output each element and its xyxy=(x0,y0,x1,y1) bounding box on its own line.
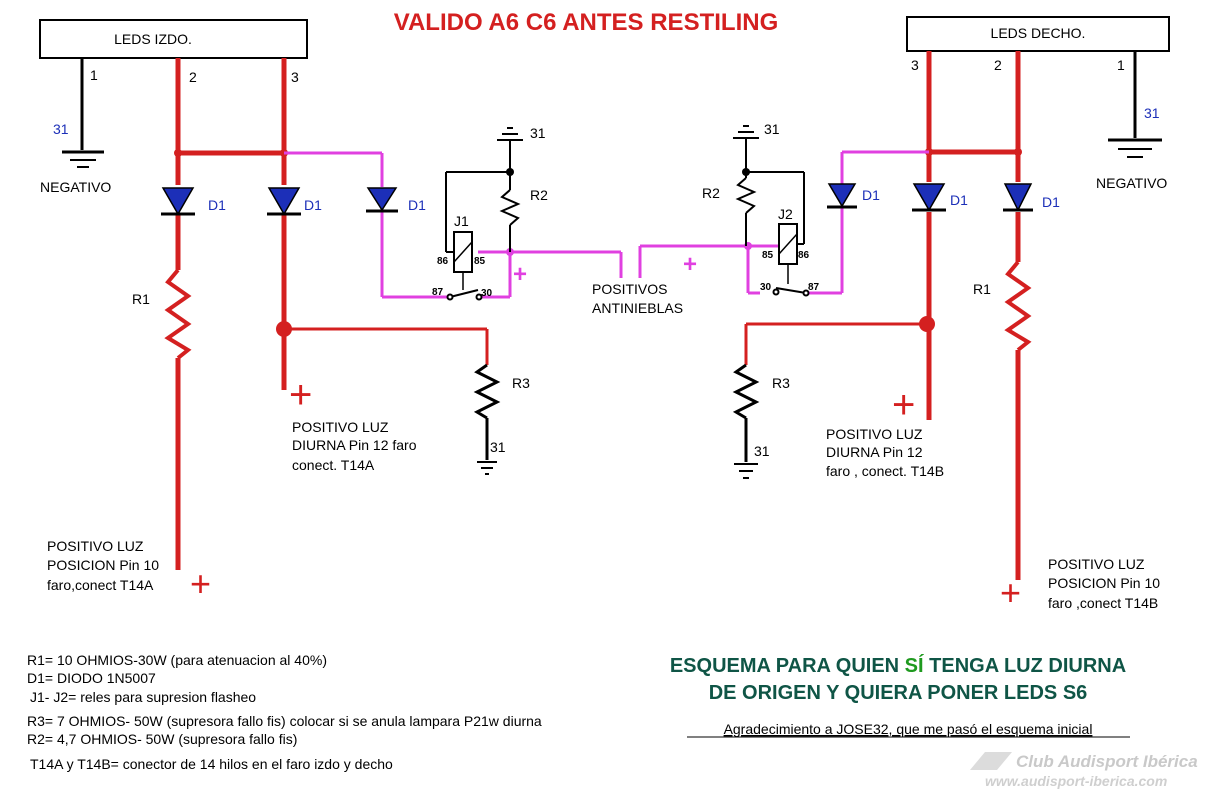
left-ground xyxy=(62,58,104,168)
legend-line: T14A y T14B= conector de 14 hilos en el … xyxy=(30,756,393,772)
right-diode-label: D1 xyxy=(1042,194,1060,210)
right-drl-plus: + xyxy=(892,383,915,427)
left-r2-ground xyxy=(497,127,523,141)
watermark-url: www.audisport-iberica.com xyxy=(985,773,1167,789)
left-negativo-label: NEGATIVO xyxy=(40,179,111,195)
left-magenta-wiring xyxy=(284,151,623,299)
right-pin-3: 3 xyxy=(911,57,919,73)
right-r2-ground xyxy=(733,125,759,139)
left-junction-dot xyxy=(276,321,292,337)
scheme-title-line-2: DE ORIGEN Y QUIERA PONER LEDS S6 xyxy=(709,682,1088,704)
left-red-wiring xyxy=(164,58,489,570)
left-leds-box-label: LEDS IZDO. xyxy=(114,31,192,47)
legend-line: R2= 4,7 OHMIOS- 50W (supresora fallo fis… xyxy=(27,731,297,747)
left-relay-pin-30: 30 xyxy=(481,288,493,299)
left-diode-label: D1 xyxy=(208,197,226,213)
left-relay-label: J1 xyxy=(454,213,469,229)
right-relay-pin-30: 30 xyxy=(760,282,772,293)
right-r2-ground-number: 31 xyxy=(764,121,780,137)
right-ground-number: 31 xyxy=(1144,105,1160,121)
left-relay-pin-86: 86 xyxy=(437,256,449,267)
left-position-plus: + xyxy=(190,563,211,604)
component-legend: R1= 10 OHMIOS-30W (para atenuacion al 40… xyxy=(27,652,542,772)
legend-line: D1= DIODO 1N5007 xyxy=(27,670,156,686)
right-relay-pin-86: 86 xyxy=(798,250,810,261)
left-relay-wiring xyxy=(445,140,521,253)
right-magenta-wiring xyxy=(638,150,929,295)
left-relay-junction xyxy=(506,168,514,176)
left-pin-3: 3 xyxy=(291,69,299,85)
left-relay-pin-87: 87 xyxy=(432,287,444,298)
left-r3-label: R3 xyxy=(512,375,530,391)
diode-icon xyxy=(161,187,195,216)
right-leds-box-label: LEDS DECHO. xyxy=(991,25,1086,41)
watermark-club: Club Audisport Ibérica xyxy=(1016,752,1198,771)
right-pin-2: 2 xyxy=(994,57,1002,73)
legend-line: R1= 10 OHMIOS-30W (para atenuacion al 40… xyxy=(27,652,327,668)
left-ground-number: 31 xyxy=(53,121,69,137)
right-r1-label: R1 xyxy=(973,281,991,297)
right-r3-ground-number: 31 xyxy=(754,443,770,459)
left-position-note: POSITIVO LUZ POSICION Pin 10 faro,conect… xyxy=(47,538,163,593)
diode-icon xyxy=(827,183,857,209)
left-diode-label: D1 xyxy=(304,197,322,213)
right-position-note: POSITIVO LUZ POSICION Pin 10 faro ,conec… xyxy=(1048,556,1164,611)
legend-line: R3= 7 OHMIOS- 50W (supresora fallo fis) … xyxy=(27,713,542,729)
credit-line: Agradecimiento a JOSE32, que me pasó el … xyxy=(724,721,1093,737)
left-r2-label: R2 xyxy=(530,187,548,203)
antinieblas-label: POSITIVOS ANTINIEBLAS xyxy=(592,281,683,316)
right-r3-label: R3 xyxy=(772,375,790,391)
right-relay-pin-87: 87 xyxy=(808,282,820,293)
right-junction-dot xyxy=(1014,148,1022,156)
right-negativo-label: NEGATIVO xyxy=(1096,175,1167,191)
right-diode-label: D1 xyxy=(950,192,968,208)
left-diode-label: D1 xyxy=(408,197,426,213)
right-relay-pin-85: 85 xyxy=(762,250,774,261)
watermark: Club Audisport Ibérica www.audisport-ibe… xyxy=(970,752,1198,789)
diode-icon xyxy=(267,187,301,216)
diagram-title: VALIDO A6 C6 ANTES RESTILING xyxy=(394,9,778,36)
right-plus-sign: + xyxy=(683,251,697,278)
left-r3-wiring xyxy=(473,363,501,475)
left-relay-pin-85: 85 xyxy=(474,256,486,267)
right-junction-dot xyxy=(919,316,935,332)
right-drl-note: POSITIVO LUZ DIURNA Pin 12 faro , conect… xyxy=(826,426,944,479)
diode-icon xyxy=(366,187,398,213)
right-relay-wiring xyxy=(735,138,805,246)
left-drl-note: POSITIVO LUZ DIURNA Pin 12 faro conect. … xyxy=(292,419,420,473)
legend-line: J1- J2= reles para supresion flasheo xyxy=(30,689,256,705)
right-r3-wiring xyxy=(732,363,760,479)
right-position-plus: + xyxy=(1000,572,1021,613)
left-drl-plus: + xyxy=(289,373,312,417)
relay-icon xyxy=(446,231,483,301)
right-relay-junction xyxy=(742,168,750,176)
right-ground xyxy=(1108,51,1162,158)
right-red-wiring xyxy=(744,51,1032,580)
right-diode-label: D1 xyxy=(862,187,880,203)
right-relay-label: J2 xyxy=(778,206,793,222)
left-pin-1: 1 xyxy=(90,67,98,83)
diode-icon xyxy=(1003,183,1033,212)
left-leds-module: LEDS IZDO. xyxy=(39,19,308,59)
left-r3-ground-number: 31 xyxy=(490,439,506,455)
left-r2-ground-number: 31 xyxy=(530,125,546,141)
left-pin-2: 2 xyxy=(189,69,197,85)
relay-icon xyxy=(772,223,810,297)
right-leds-module: LEDS DECHO. xyxy=(906,16,1170,52)
left-junction-dot xyxy=(174,149,182,157)
diode-icon xyxy=(912,183,946,212)
right-r2-label: R2 xyxy=(702,185,720,201)
right-pin-1: 1 xyxy=(1117,57,1125,73)
left-r1-label: R1 xyxy=(132,291,150,307)
left-plus-sign: + xyxy=(513,261,527,288)
scheme-title-line-1: ESQUEMA PARA QUIEN SÍ TENGA LUZ DIURNA xyxy=(670,654,1126,677)
audisport-logo-icon xyxy=(970,752,1012,770)
